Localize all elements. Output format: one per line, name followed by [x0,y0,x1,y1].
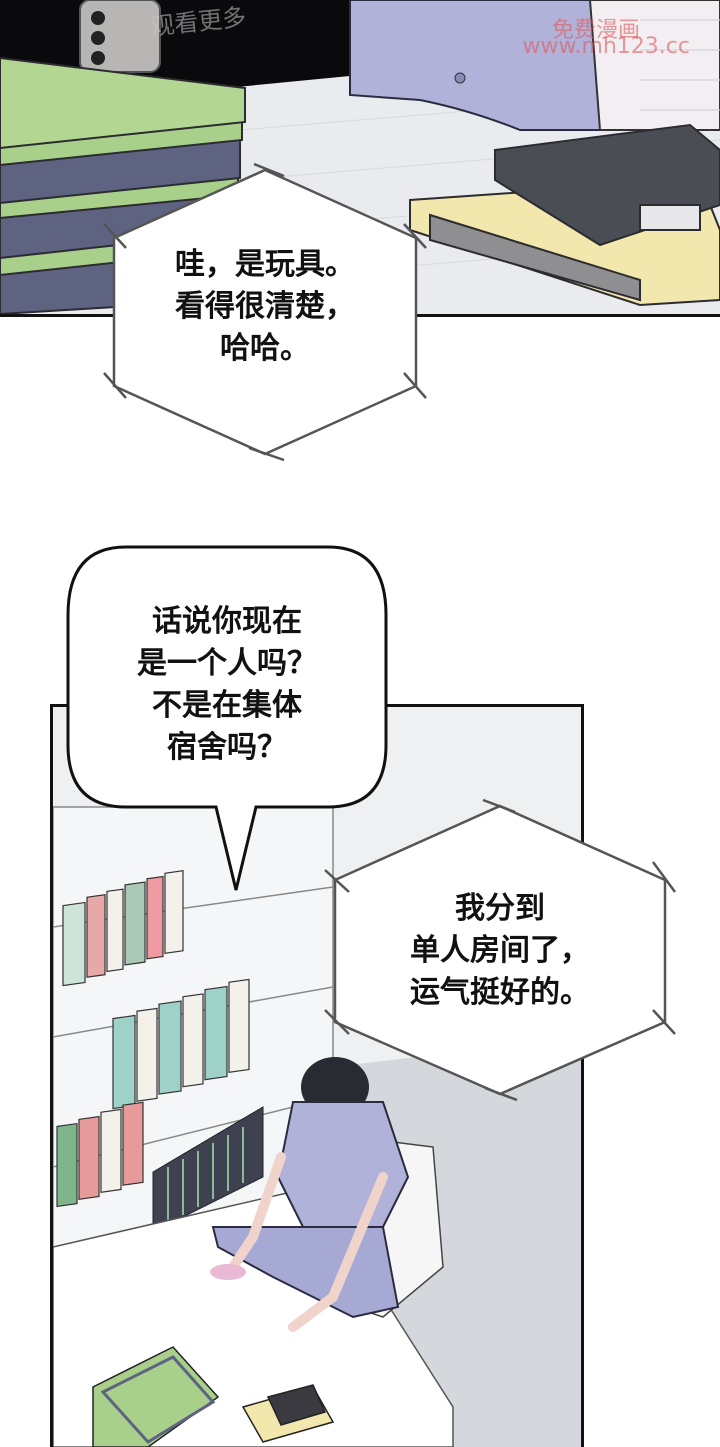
bubble-line: 不是在集体 [152,688,302,723]
bubble-line: 是一个人吗？ [137,646,317,681]
watermark-site-url: www.mh123.cc [522,34,690,59]
bubble-line: 单人房间了， [410,933,590,968]
bubble-line: 哇，是玩具。 [175,247,355,282]
bubble-line: 哈哈。 [220,331,310,366]
watermark-site-name: 免费漫画 [551,18,640,43]
speech-bubble-question: 话说你现在 是一个人吗？ 不是在集体 宿舍吗？ [66,545,388,895]
bubble-line: 看得很清楚， [175,289,355,324]
speech-bubble-answer: 我分到 单人房间了， 运气挺好的。 [324,798,677,1102]
speech-bubble-toy: 哇，是玩具。 看得很清楚， 哈哈。 [103,162,427,462]
bubble-line: 运气挺好的。 [410,975,590,1010]
bubble-line: 话说你现在 [152,604,302,639]
bubble-line: 我分到 [455,891,545,926]
room-scene-illustration [53,806,581,1447]
bubble-line: 宿舍吗？ [167,730,287,765]
